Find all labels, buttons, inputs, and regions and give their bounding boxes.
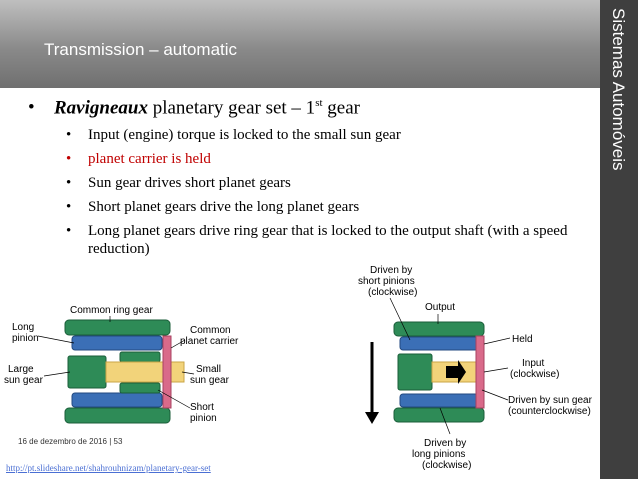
label-output: Output <box>425 302 455 313</box>
main-bullet-body: planetary gear set – 1 <box>147 97 316 119</box>
input-shaft <box>105 361 185 383</box>
sub-bullet-dot: • <box>66 127 72 143</box>
slide-title: Transmission – automatic <box>44 40 238 59</box>
sub-bullet: • Short planet gears drive the long plane… <box>60 198 580 216</box>
sidebar-label: Sistemas Automóveis <box>609 8 628 171</box>
label-long: Long <box>12 322 34 333</box>
sub-bullet-dot: • <box>66 199 72 215</box>
leader-held <box>483 337 511 345</box>
leader-driven-short <box>389 297 411 341</box>
r-ring-bottom <box>393 407 485 423</box>
page-number: 53 <box>113 437 123 446</box>
sub-bullet-text: Long planet gears drive ring gear that i… <box>88 223 568 257</box>
ring-gear-top <box>64 319 171 336</box>
long-pinion-bottom <box>71 392 163 408</box>
label-clockwise-3: (clockwise) <box>422 460 471 471</box>
label-small: Small <box>196 364 221 375</box>
source-link[interactable]: http://pt.slideshare.net/shahrouhnizam/p… <box>6 463 211 473</box>
short-pinion-top <box>119 351 161 363</box>
label-common-ring-gear: Common ring gear <box>70 305 153 316</box>
sub-bullet-text: Sun gear drives short planet gears <box>88 175 291 191</box>
label-short-pinion: pinion <box>190 413 217 424</box>
r-carrier <box>475 335 485 409</box>
short-pinion-bottom <box>119 382 161 394</box>
leader-driven-sun <box>481 389 509 401</box>
main-bullet-sup: st <box>315 97 323 109</box>
date-text: 16 de dezembro de 2016 <box>18 437 107 446</box>
main-bullet-text: Ravigneaux planetary gear set – 1st gear <box>54 97 360 119</box>
label-held: Held <box>512 334 533 345</box>
sub-bullet-text: Short planet gears drive the long planet… <box>88 199 360 215</box>
label-small-sun-gear: sun gear <box>190 375 230 386</box>
leader-short <box>157 389 191 409</box>
date-separator: | <box>109 437 112 446</box>
gear-diagram-right: Driven by short pinions (clockwise) Outp… <box>358 265 593 471</box>
sub-bullet-dot: • <box>66 223 72 239</box>
r-sun <box>397 353 433 391</box>
label-driven-by-sun: Driven by sun gear <box>508 395 593 406</box>
sidebar-band <box>600 0 638 479</box>
label-large: Large <box>8 364 34 375</box>
sub-bullet-text: Input (engine) torque is locked to the s… <box>88 127 401 143</box>
r-long-top <box>399 336 479 351</box>
long-pinion-top <box>71 335 163 351</box>
label-driven-by: Driven by <box>370 265 412 276</box>
leader-large <box>43 371 71 377</box>
label-clockwise-1: (clockwise) <box>368 287 417 298</box>
leader-input <box>483 367 509 373</box>
slide-header: Transmission – automatic <box>0 0 600 88</box>
leader-long <box>37 335 75 344</box>
label-clockwise-2: (clockwise) <box>510 369 559 380</box>
label-short: Short <box>190 402 214 413</box>
r-big-arrow-head <box>365 412 379 424</box>
main-bullet-tail: gear <box>322 97 360 119</box>
sub-bullet: • Input (engine) torque is locked to the … <box>60 126 580 144</box>
label-short-pinions: short pinions <box>358 276 415 287</box>
sub-bullet: • planet carrier is held <box>60 150 580 168</box>
label-counterclockwise: (counterclockwise) <box>508 406 591 417</box>
sub-bullet: • Long planet gears drive ring gear that … <box>60 222 580 258</box>
leader-carrier <box>170 339 186 349</box>
sub-bullet-dot: • <box>66 175 72 191</box>
sub-bullet-text: planet carrier is held <box>88 151 211 167</box>
r-input-arrow <box>446 360 466 384</box>
label-long-pinion: pinion <box>12 333 39 344</box>
sub-bullet-dot: • <box>66 151 72 167</box>
slide-footer-date: 16 de dezembro de 2016 | 53 <box>18 437 122 446</box>
planet-carrier <box>162 335 172 409</box>
label-common: Common <box>190 325 231 336</box>
sub-bullet: • Sun gear drives short planet gears <box>60 174 580 192</box>
label-input: Input <box>522 358 544 369</box>
label-large-sun-gear: sun gear <box>4 375 44 386</box>
label-driven-by-2: Driven by <box>424 438 466 449</box>
main-bullet-name: Ravigneaux <box>54 97 148 119</box>
sub-bullet-list: • Input (engine) torque is locked to the … <box>60 126 580 264</box>
gear-diagram-left: Common ring gear Long pinion Large sun g… <box>4 305 239 424</box>
leader-driven-long <box>439 407 451 435</box>
ring-gear-bottom <box>64 407 171 424</box>
label-long-pinions: long pinions <box>412 449 465 460</box>
r-ring-top <box>393 321 485 337</box>
large-sun-gear <box>67 355 107 389</box>
label-planet-carrier: planet carrier <box>180 336 239 347</box>
leader-small <box>181 371 195 375</box>
main-bullet-dot: • <box>28 97 35 118</box>
r-long-bottom <box>399 393 479 408</box>
